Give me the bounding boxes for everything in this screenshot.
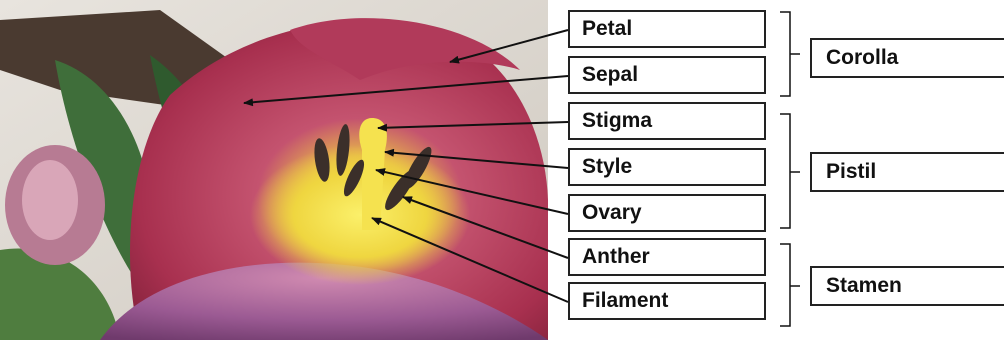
- group-pistil: Pistil: [810, 152, 1004, 192]
- label-style: Style: [568, 148, 766, 186]
- pistil-bracket: [780, 114, 800, 228]
- tulip-photo: [0, 0, 548, 340]
- group-stamen: Stamen: [810, 266, 1004, 306]
- group-corolla: Corolla: [810, 38, 1004, 78]
- label-sepal: Sepal: [568, 56, 766, 94]
- corolla-bracket: [780, 12, 800, 96]
- label-ovary: Ovary: [568, 194, 766, 232]
- label-petal: Petal: [568, 10, 766, 48]
- label-filament: Filament: [568, 282, 766, 320]
- label-anther: Anther: [568, 238, 766, 276]
- label-stigma: Stigma: [568, 102, 766, 140]
- stamen-bracket: [780, 244, 800, 326]
